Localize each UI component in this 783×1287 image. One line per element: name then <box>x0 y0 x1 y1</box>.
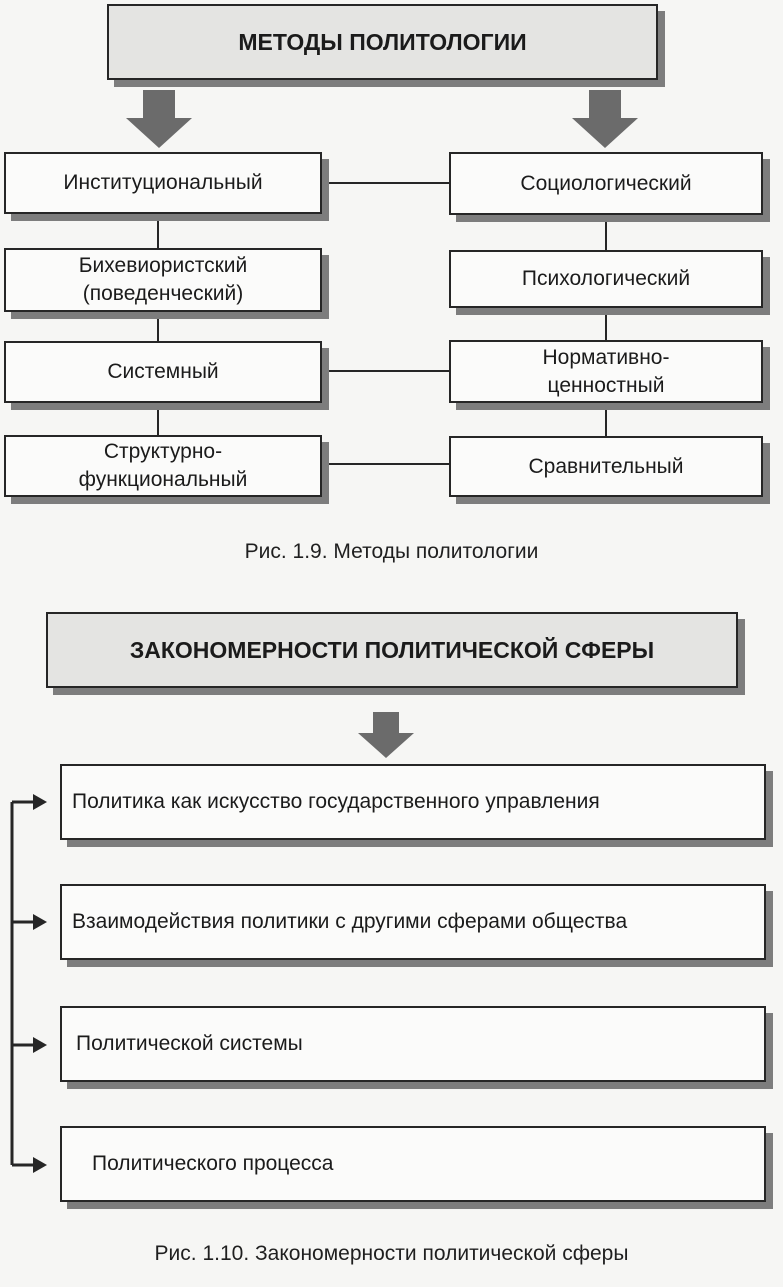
method-label: Структурно- функциональный <box>78 440 248 491</box>
bracket-arrow-icon <box>12 1157 47 1173</box>
method-label: Бихевиористский (поведенческий) <box>78 254 248 305</box>
method-box-structural-functional: Структурно- функциональный <box>4 435 322 497</box>
bracket-arrow-icon <box>12 1037 47 1053</box>
regularity-label: Политика как искусство государственного … <box>72 790 600 813</box>
method-box-normative-value: Нормативно- ценностный <box>449 340 763 403</box>
method-label: Социологический <box>520 171 692 195</box>
left-down-arrow-icon <box>126 90 192 148</box>
method-box-sociological: Социологический <box>449 152 763 215</box>
method-label: Институциональный <box>63 171 263 194</box>
regularity-label: Политического процесса <box>92 1152 334 1175</box>
method-box-systemic: Системный <box>4 341 322 403</box>
right-down-arrow-icon <box>572 90 638 148</box>
method-label: Сравнительный <box>528 454 684 478</box>
figure-caption: Рис. 1.10. Закономерности политической с… <box>154 1242 629 1265</box>
methods-title: МЕТОДЫ ПОЛИТОЛОГИИ <box>238 29 527 55</box>
methods-title-box: МЕТОДЫ ПОЛИТОЛОГИИ <box>107 4 658 80</box>
method-box-behavioral: Бихевиористский (поведенческий) <box>4 248 322 312</box>
regularities-title: ЗАКОНОМЕРНОСТИ ПОЛИТИЧЕСКОЙ СФЕРЫ <box>129 637 655 663</box>
method-box-psychological: Психологический <box>449 250 763 308</box>
regularities-title-box: ЗАКОНОМЕРНОСТИ ПОЛИТИЧЕСКОЙ СФЕРЫ <box>46 612 738 688</box>
method-box-institutional: Институциональный <box>4 152 322 214</box>
figure-caption: Рис. 1.9. Методы политологии <box>244 540 539 563</box>
method-box-comparative: Сравнительный <box>449 436 763 497</box>
regularity-box: Политической системы <box>60 1006 766 1082</box>
regularity-label: Политической системы <box>76 1032 303 1055</box>
regularity-box: Политика как искусство государственного … <box>60 764 766 840</box>
regularity-label: Взаимодействия политики с другими сферам… <box>72 910 628 933</box>
method-label: Психологический <box>521 267 691 290</box>
bracket-arrow-icon <box>12 914 47 930</box>
regularity-box: Политического процесса <box>60 1126 766 1202</box>
method-label: Нормативно- ценностный <box>542 345 670 397</box>
method-label: Системный <box>107 360 219 383</box>
center-down-arrow-icon <box>358 712 414 758</box>
bracket-arrow-icon <box>12 794 47 810</box>
regularity-box: Взаимодействия политики с другими сферам… <box>60 884 766 960</box>
